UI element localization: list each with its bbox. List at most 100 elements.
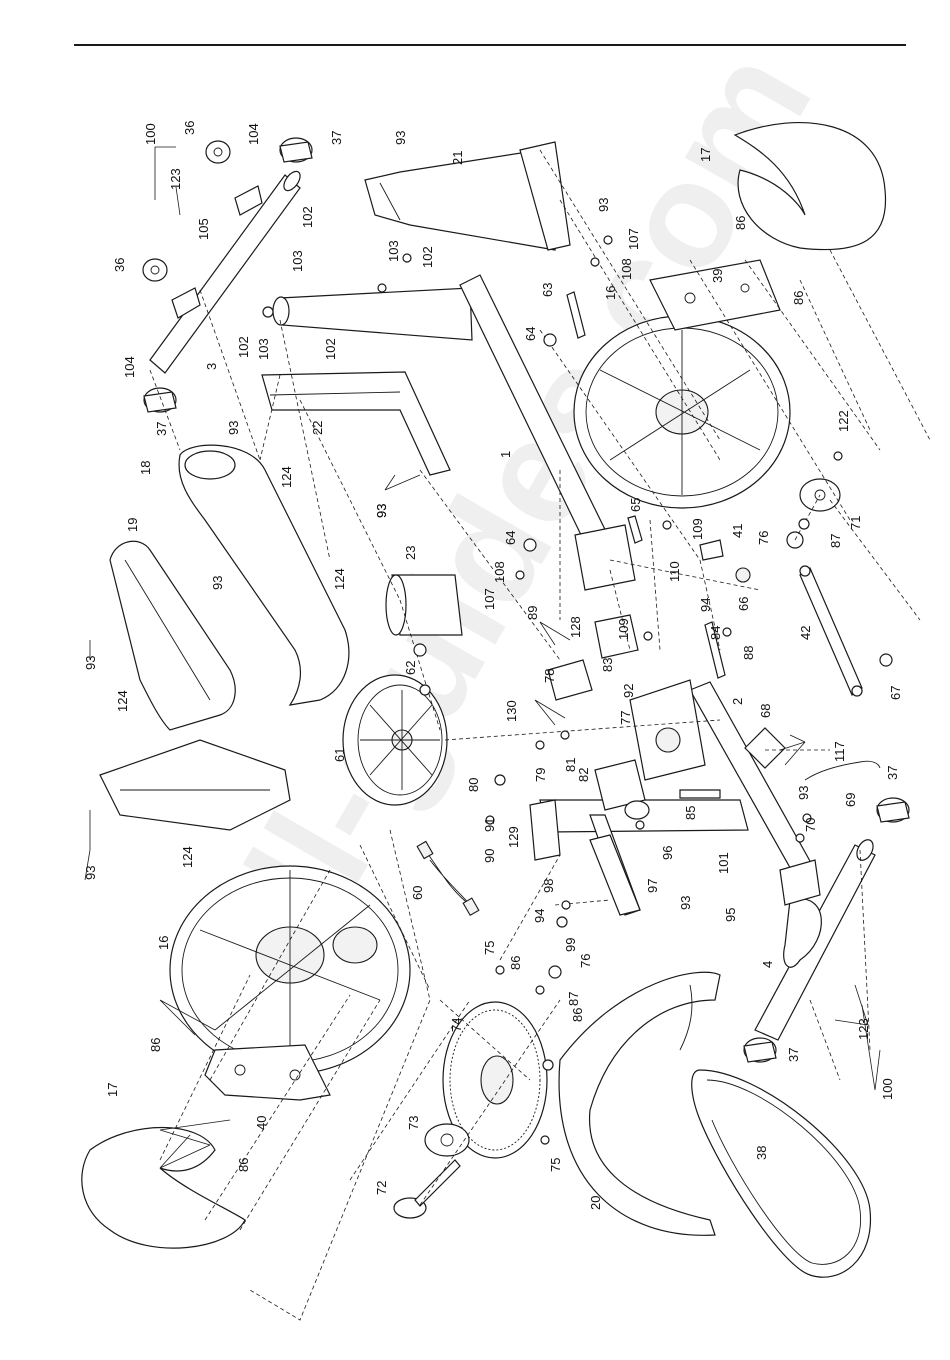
label-81: 81 — [563, 758, 578, 772]
label-88: 88 — [741, 646, 756, 660]
label-61: 61 — [332, 748, 347, 762]
label-71: 71 — [848, 516, 863, 530]
label-103-c: 103 — [256, 338, 271, 360]
label-107-lower: 107 — [482, 588, 497, 610]
label-21: 21 — [450, 151, 465, 165]
label-95: 95 — [723, 908, 738, 922]
label-108-lower: 108 — [492, 561, 507, 583]
label-66: 66 — [736, 597, 751, 611]
label-93-c: 93 — [226, 421, 241, 435]
label-75-lower: 75 — [548, 1158, 563, 1172]
fasteners — [262, 235, 893, 1145]
label-109-upper: 109 — [690, 518, 705, 540]
sensor-wire — [804, 760, 881, 781]
label-93-i: 93 — [678, 896, 693, 910]
label-110: 110 — [667, 561, 682, 582]
label-72: 72 — [374, 1181, 389, 1195]
label-87-upper: 87 — [828, 534, 843, 548]
label-85: 85 — [683, 806, 698, 820]
idler-arm — [799, 565, 863, 697]
label-60: 60 — [410, 886, 425, 900]
label-73: 73 — [406, 1116, 421, 1130]
wheel-caster-right — [205, 140, 231, 164]
tube-63 — [566, 291, 586, 339]
flywheel-hub — [424, 1123, 470, 1157]
frame-bar — [589, 834, 641, 916]
assembly-lines — [149, 149, 931, 1321]
label-105: 105 — [196, 218, 211, 240]
label-19: 19 — [125, 518, 140, 532]
rear-shroud-panel — [261, 371, 451, 476]
magnet-bracket — [547, 659, 593, 701]
label-80: 80 — [466, 778, 481, 792]
right-side-cover-disc — [573, 315, 791, 509]
label-16-left: 16 — [156, 936, 171, 950]
label-37-c: 37 — [885, 766, 900, 780]
foot-cap-lower-left — [743, 1037, 777, 1063]
label-89: 89 — [525, 606, 540, 620]
right-side-shield — [733, 121, 887, 251]
label-68: 68 — [758, 704, 773, 718]
label-102-c: 102 — [236, 336, 251, 358]
label-91: 91 — [482, 818, 497, 832]
label-41: 41 — [730, 524, 745, 538]
flywheel-axle — [393, 1159, 461, 1219]
seat-upright-tube — [272, 287, 473, 341]
label-42: 42 — [798, 626, 813, 640]
drive-pulley — [342, 674, 448, 806]
label-64-lower: 64 — [503, 531, 518, 545]
spring-66 — [735, 567, 751, 583]
frame-plate — [529, 799, 561, 861]
bracket-83 — [594, 614, 639, 659]
label-23: 23 — [403, 546, 418, 560]
label-3: 3 — [204, 363, 219, 370]
crank-bracket — [629, 679, 706, 781]
label-124-c: 124 — [115, 690, 130, 712]
label-92: 92 — [621, 684, 636, 698]
wheel-caster-left — [142, 258, 168, 282]
label-93-e: 93 — [210, 576, 225, 590]
label-87-lower: 87 — [566, 992, 581, 1006]
label-76-upper: 76 — [756, 531, 771, 545]
label-2: 2 — [730, 698, 745, 705]
handlebar-post — [364, 141, 571, 251]
label-107-upper: 107 — [626, 228, 641, 250]
label-76-lower: 76 — [578, 954, 593, 968]
label-74: 74 — [449, 1018, 464, 1032]
label-117: 117 — [832, 741, 847, 762]
label-102-d: 102 — [323, 338, 338, 360]
left-side-cover-disc — [169, 865, 411, 1075]
label-69: 69 — [843, 793, 858, 807]
leader-lines — [84, 146, 881, 1169]
label-104-left: 104 — [122, 356, 137, 378]
label-86-c: 86 — [148, 1038, 163, 1052]
foot-cap-upper-left — [143, 387, 177, 413]
label-123-upper: 123 — [168, 168, 183, 190]
label-37-b: 37 — [329, 131, 344, 145]
label-86-d: 86 — [236, 1158, 251, 1172]
label-37-a: 37 — [154, 422, 169, 436]
label-97: 97 — [645, 879, 660, 893]
label-86-f: 86 — [570, 1008, 585, 1022]
label-86-a: 86 — [733, 216, 748, 230]
main-frame-tube — [459, 274, 636, 591]
label-39: 39 — [710, 269, 725, 283]
label-123-lower: 123 — [856, 1018, 871, 1040]
label-36-right: 36 — [182, 121, 197, 135]
label-124-b: 124 — [332, 568, 347, 590]
label-129: 129 — [506, 826, 521, 848]
foot-cap-lower-right — [876, 797, 910, 823]
label-63: 63 — [540, 283, 555, 297]
label-65: 65 — [628, 498, 643, 512]
label-93-h: 93 — [796, 786, 811, 800]
label-124-a: 124 — [279, 466, 294, 488]
label-38: 38 — [754, 1146, 769, 1160]
label-20: 20 — [588, 1196, 603, 1210]
bracket-82 — [594, 759, 646, 811]
label-86-e: 86 — [508, 956, 523, 970]
label-17-right: 17 — [698, 148, 713, 162]
label-17-left: 17 — [105, 1083, 120, 1097]
label-109-lower: 109 — [616, 618, 631, 640]
label-93-a: 93 — [393, 131, 408, 145]
